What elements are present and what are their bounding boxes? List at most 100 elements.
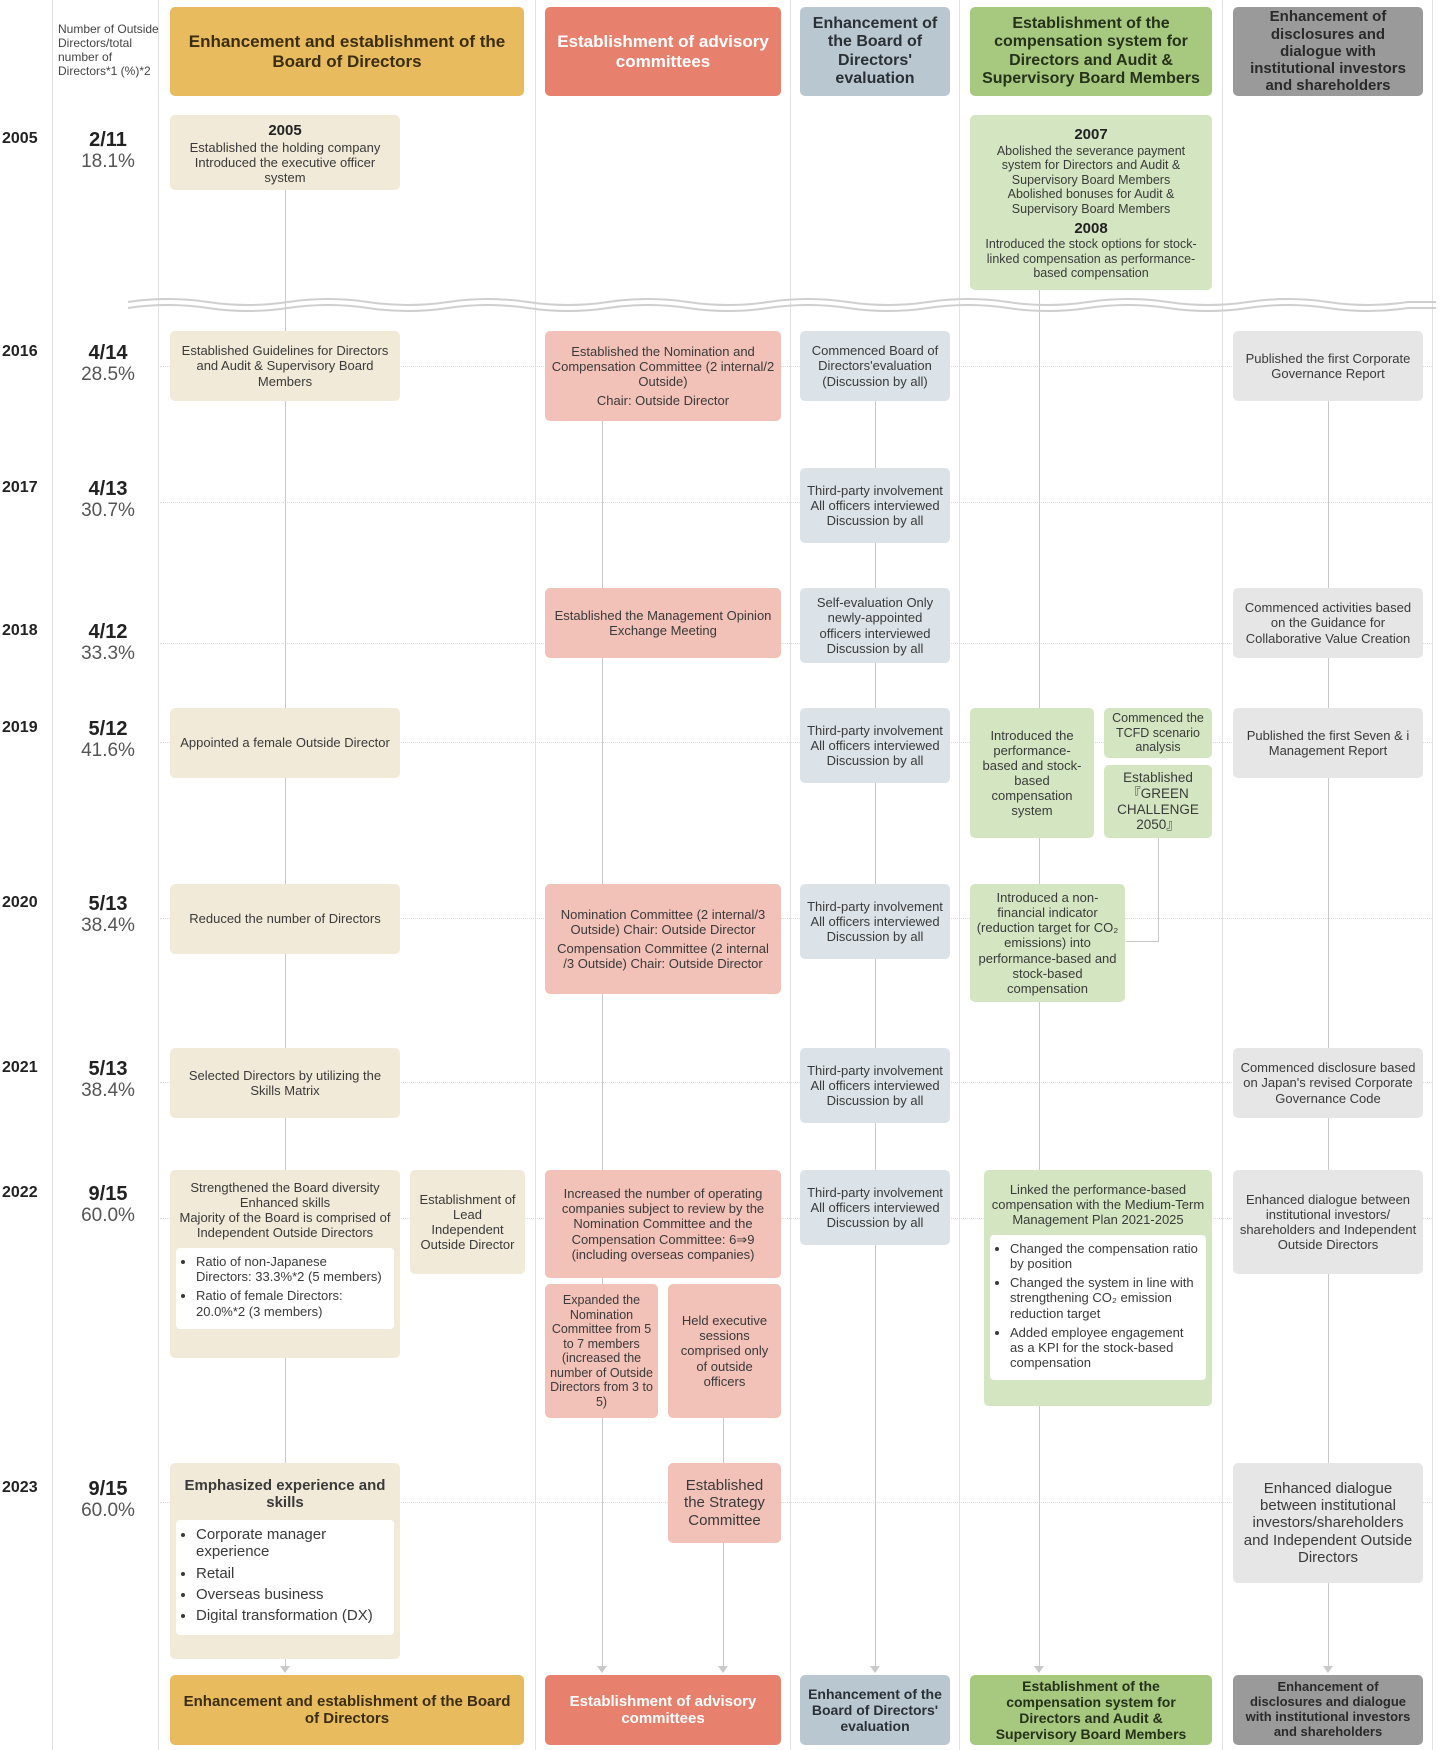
board-2023-box: Emphasized experience and skills Corpora… xyxy=(170,1463,400,1659)
disclosure-2018-box: Commenced activities based on the Guidan… xyxy=(1233,588,1423,658)
header-evaluation: Enhancement of the Board of Directors' e… xyxy=(800,7,950,96)
row-line xyxy=(160,502,1432,503)
evaluation-2020-box: Third-party involvement All officers int… xyxy=(800,884,950,959)
compensation-2007-box: 2007 Abolished the severance payment sys… xyxy=(970,115,1212,290)
evaluation-2021-box: Third-party involvement All officers int… xyxy=(800,1048,950,1123)
row-line xyxy=(160,1502,1432,1503)
board-2022-list: Ratio of non-Japanese Directors: 33.3%*2… xyxy=(176,1248,394,1329)
compensation-2020-box: Introduced a non-financial indicator (re… xyxy=(970,884,1125,1002)
compensation-2019-tcfd-box: Commenced the TCFD scenario analysis xyxy=(1104,708,1212,758)
ratio-column-header: Number of Outside Directors/total number… xyxy=(58,22,159,79)
year-label: 2021 xyxy=(2,1059,38,1076)
grid-line xyxy=(959,0,960,1750)
list-item: Overseas business xyxy=(196,1586,386,1603)
board-2023-list: Corporate manager experience Retail Over… xyxy=(176,1519,394,1635)
compensation-2019-green-box: Established『GREEN CHALLENGE 2050』 xyxy=(1104,765,1212,838)
disclosure-2016-box: Published the first Corporate Governance… xyxy=(1233,331,1423,401)
grid-line xyxy=(535,0,536,1750)
list-item: Ratio of female Directors: 20.0%*2 (3 me… xyxy=(196,1288,386,1318)
header-board: Enhancement and establishment of the Boa… xyxy=(170,7,524,96)
row-line xyxy=(160,643,1432,644)
row-line xyxy=(160,366,1432,367)
footer-compensation: Establishment of the compensation system… xyxy=(970,1675,1212,1745)
board-2020-box: Reduced the number of Directors xyxy=(170,884,400,954)
timeline-break xyxy=(128,298,1436,312)
evaluation-2022-box: Third-party involvement All officers int… xyxy=(800,1170,950,1245)
disclosure-2023-box: Enhanced dialogue between institutional … xyxy=(1233,1463,1423,1583)
year-label: 2022 xyxy=(2,1184,38,1201)
grid-line xyxy=(1222,0,1223,1750)
header-compensation: Establishment of the compensation system… xyxy=(970,7,1212,96)
grid-line xyxy=(158,0,159,1750)
list-item: Corporate manager experience xyxy=(196,1526,386,1561)
compensation-2022-list: Changed the compensation ratio by positi… xyxy=(990,1235,1206,1380)
advisory-2023-box: Established the Strategy Committee xyxy=(668,1463,781,1543)
board-2019-box: Appointed a female Outside Director xyxy=(170,708,400,778)
arrow-down-icon xyxy=(1323,1666,1333,1673)
arrow-down-icon xyxy=(870,1666,880,1673)
arrow-down-icon xyxy=(280,1666,290,1673)
connector xyxy=(602,420,603,1670)
footer-advisory: Establishment of advisory committees xyxy=(545,1675,781,1745)
connector xyxy=(723,1418,724,1670)
arrow-down-icon xyxy=(718,1666,728,1673)
list-item: Changed the compensation ratio by positi… xyxy=(1010,1241,1198,1271)
year-label: 2005 xyxy=(2,130,38,147)
advisory-2020-box: Nomination Committee (2 internal/3 Outsi… xyxy=(545,884,781,994)
header-disclosure: Enhancement of disclosures and dialogue … xyxy=(1233,7,1423,96)
row-line xyxy=(160,742,1432,743)
compensation-2022-box: Linked the performance-based compensatio… xyxy=(984,1170,1212,1406)
board-2005-box: 2005 Established the holding company Int… xyxy=(170,115,400,190)
board-2022-lead-box: Establishment of Lead Independent Outsid… xyxy=(410,1170,525,1274)
board-2022-box: Strengthened the Board diversity Enhance… xyxy=(170,1170,400,1358)
footer-evaluation: Enhancement of the Board of Directors' e… xyxy=(800,1675,950,1745)
disclosure-2022-box: Enhanced dialogue between institutional … xyxy=(1233,1170,1423,1274)
row-line xyxy=(160,1082,1432,1083)
footer-disclosure: Enhancement of disclosures and dialogue … xyxy=(1233,1675,1423,1745)
arrow-down-icon xyxy=(597,1666,607,1673)
row-line xyxy=(160,918,1432,919)
list-item: Digital transformation (DX) xyxy=(196,1607,386,1624)
list-item: Ratio of non-Japanese Directors: 33.3%*2… xyxy=(196,1254,386,1284)
connector xyxy=(875,398,876,1670)
year-label: 2017 xyxy=(2,479,38,496)
arrow-down-icon xyxy=(1034,1666,1044,1673)
evaluation-2016-box: Commenced Board of Directors'evaluation … xyxy=(800,331,950,401)
grid-line xyxy=(1432,0,1433,1750)
year-label: 2019 xyxy=(2,719,38,736)
footer-board: Enhancement and establishment of the Boa… xyxy=(170,1675,524,1745)
grid-line xyxy=(790,0,791,1750)
year-label: 2023 xyxy=(2,1479,38,1496)
year-label: 2020 xyxy=(2,894,38,911)
advisory-2022-box: Increased the number of operating compan… xyxy=(545,1170,781,1278)
evaluation-2018-box: Self-evaluation Only newly-appointed off… xyxy=(800,588,950,663)
advisory-2016-box: Established the Nomination and Compensat… xyxy=(545,331,781,421)
disclosure-2019-box: Published the first Seven & i Management… xyxy=(1233,708,1423,778)
connector xyxy=(1158,838,1159,942)
board-2016-box: Established Guidelines for Directors and… xyxy=(170,331,400,401)
list-item: Retail xyxy=(196,1565,386,1582)
connector xyxy=(1328,400,1329,1670)
connector xyxy=(1126,941,1159,942)
evaluation-2019-box: Third-party involvement All officers int… xyxy=(800,708,950,783)
advisory-2018-box: Established the Management Opinion Excha… xyxy=(545,588,781,658)
grid-line xyxy=(52,0,53,1750)
list-item: Changed the system in line with strength… xyxy=(1010,1275,1198,1320)
evaluation-2017-box: Third-party involvement All officers int… xyxy=(800,468,950,543)
list-item: Added employee engagement as a KPI for t… xyxy=(1010,1325,1198,1370)
compensation-2019-box: Introduced the performance-based and sto… xyxy=(970,708,1094,838)
row-line xyxy=(160,1218,1432,1219)
board-2021-box: Selected Directors by utilizing the Skil… xyxy=(170,1048,400,1118)
disclosure-2021-box: Commenced disclosure based on Japan's re… xyxy=(1233,1048,1423,1118)
year-label: 2016 xyxy=(2,343,38,360)
advisory-2022-executive-box: Held executive sessions comprised only o… xyxy=(668,1284,781,1418)
